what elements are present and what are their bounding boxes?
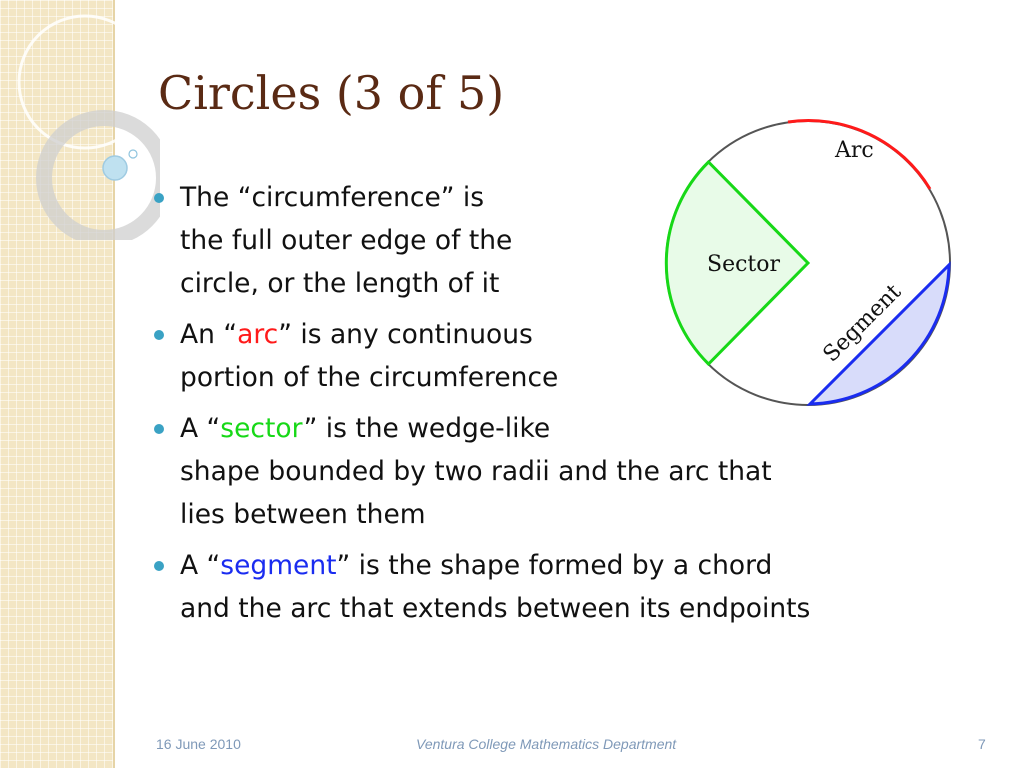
arc-label: Arc bbox=[834, 138, 874, 163]
decorative-side-strip bbox=[0, 0, 113, 768]
text-post: ” is the shape formed by a chord bbox=[336, 550, 773, 581]
deco-ring-large bbox=[17, 14, 153, 150]
footer-date: 16 June 2010 bbox=[156, 736, 241, 752]
bullet-dot-icon bbox=[154, 424, 164, 434]
sector-label: Sector bbox=[707, 252, 780, 277]
deco-bubble bbox=[102, 155, 128, 181]
bullet-line: lies between them bbox=[180, 499, 426, 530]
segment-region bbox=[806, 261, 951, 406]
slide-title: Circles (3 of 5) bbox=[158, 66, 505, 120]
sector-wedge bbox=[664, 159, 811, 367]
slide-number: 7 bbox=[978, 736, 986, 752]
bullet-circumference: The “circumference” is the full outer ed… bbox=[152, 176, 810, 305]
circle-diagram: Arc Sector Segment bbox=[664, 119, 951, 406]
bullet-dot-icon bbox=[154, 561, 164, 571]
bullet-sector: A “sector” is the wedge-like shape bound… bbox=[152, 407, 810, 536]
keyword-arc: arc bbox=[237, 319, 279, 350]
bullet-segment: A “segment” is the shape formed by a cho… bbox=[152, 544, 810, 630]
bullet-line: shape bounded by two radii and the arc t… bbox=[180, 456, 772, 487]
keyword-segment: segment bbox=[220, 550, 337, 581]
bullet-line: portion of the circumference bbox=[180, 362, 559, 393]
bullet-dot-icon bbox=[154, 330, 164, 340]
text-post: ” is the wedge-like bbox=[303, 413, 551, 444]
bullet-line: and the arc that extends between its end… bbox=[180, 593, 811, 624]
bullet-line: A “segment” is the shape formed by a cho… bbox=[180, 544, 810, 587]
bullet-line: A “sector” is the wedge-like bbox=[180, 407, 810, 450]
text-pre: A “ bbox=[180, 413, 221, 444]
arc-highlight bbox=[787, 119, 932, 190]
bullet-dot-icon bbox=[154, 193, 164, 203]
decorative-rings bbox=[17, 14, 160, 240]
bullet-line: the full outer edge of the bbox=[180, 225, 513, 256]
deco-ring-gray bbox=[36, 110, 160, 240]
text-pre: An “ bbox=[180, 319, 238, 350]
footer-department: Ventura College Mathematics Department bbox=[416, 736, 677, 752]
strip-edge-line bbox=[113, 0, 115, 768]
bullet-line: The “circumference” is bbox=[180, 182, 485, 213]
text-post: ” is any continuous bbox=[278, 319, 533, 350]
bullet-line: circle, or the length of it bbox=[180, 268, 500, 299]
bullet-line: An “arc” is any continuous bbox=[180, 313, 810, 356]
deco-small-bubble bbox=[128, 149, 138, 159]
text-pre: A “ bbox=[180, 550, 221, 581]
bullet-list: The “circumference” is the full outer ed… bbox=[152, 176, 810, 638]
bullet-arc: An “arc” is any continuous portion of th… bbox=[152, 313, 810, 399]
keyword-sector: sector bbox=[220, 413, 304, 444]
